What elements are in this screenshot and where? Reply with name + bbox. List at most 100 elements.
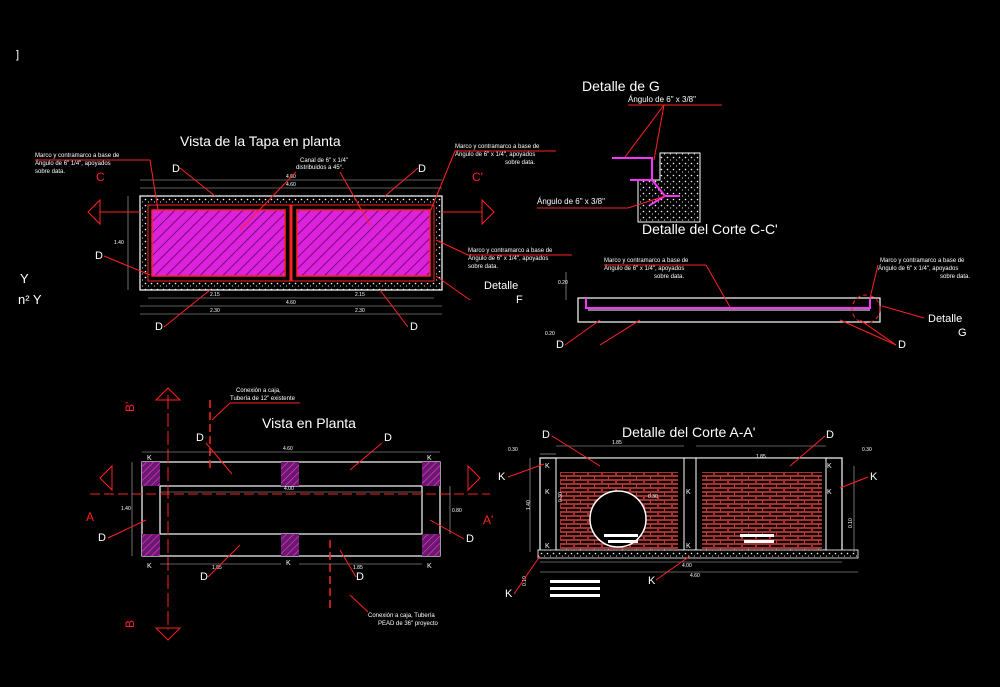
detalle-g-view: Detalle de G Ángulo de 6" x 3/8" Ángulo …: [537, 78, 722, 223]
side-text-n2y: n² Y: [18, 292, 42, 307]
svg-text:Marco y contramarco a base de: Marco y contramarco a base de: [880, 258, 965, 264]
section-a-label: A: [86, 510, 94, 524]
svg-text:Ángulo de 6" x 1/4", apoyados: Ángulo de 6" x 1/4", apoyados: [878, 265, 958, 272]
planta-title: Vista en Planta: [262, 415, 356, 431]
svg-text:Tubería de 12" existente: Tubería de 12" existente: [230, 396, 296, 402]
corte-cc-d-label-2: D: [898, 339, 906, 351]
tapa-dim-top2: 4.60: [286, 182, 296, 188]
section-c2-label: C': [472, 170, 483, 184]
planta-d-label-2: D: [384, 432, 392, 444]
detalle-g-angulo-top: Ángulo de 6" x 3/8": [628, 95, 696, 104]
corte-aa-view: Detalle del Corte A-A' 0.30 0.30 1.85 1.…: [498, 424, 878, 600]
tapa-d-label-1: D: [172, 163, 180, 175]
planta-d-label-1: D: [196, 432, 204, 444]
corte-cc-dim-h: 0.20: [558, 280, 568, 286]
corte-aa-k-label-2: K: [870, 471, 878, 483]
tapa-note-marco-2: Marco y contramarco a base de Ángulo de …: [455, 144, 540, 166]
svg-text:Marco y contramarco a base de: Marco y contramarco a base de: [455, 144, 540, 150]
svg-text:Marco y contramarco a base de: Marco y contramarco a base de: [604, 258, 689, 264]
section-a2-label: A': [483, 513, 493, 527]
planta-dim-top: 4.60: [283, 446, 293, 452]
tapa-panel-right: [296, 209, 431, 277]
corte-aa-dim-top-left: 1.85: [612, 440, 622, 446]
detalle-g-ref-label: Detalle G: [928, 313, 967, 339]
svg-text:distribuidos a 45°.: distribuidos a 45°.: [296, 165, 344, 171]
detalle-g-angulo-bot: Ángulo de 6" x 3/8": [537, 197, 605, 206]
tapa-note-marco-3: Marco y contramarco a base de Ángulo de …: [468, 248, 553, 270]
planta-view: Vista en Planta 4.60 4.00 1.40 0.80 1.85…: [86, 387, 493, 641]
corte-cc-view: Detalle del Corte C-C' 0.20 0.20 Marco y…: [545, 221, 970, 351]
svg-text:Marco y contramarco a base de: Marco y contramarco a base de: [35, 153, 120, 159]
planta-dim-bot-right: 1.85: [353, 565, 363, 571]
svg-text:sobre data.: sobre data.: [654, 274, 684, 280]
planta-d-label-4: D: [200, 571, 208, 583]
corte-aa-dim-mid: 0.30: [648, 494, 658, 500]
corte-aa-dim-side-right: 0.10: [848, 518, 854, 528]
svg-text:sobre data.: sobre data.: [505, 160, 535, 166]
planta-dim-side-left: 1.40: [121, 506, 131, 512]
corner-mark: ]: [16, 49, 19, 61]
planta-inner-cell: [159, 485, 423, 535]
corte-aa-dim-bot-inner: 4.00: [682, 563, 692, 569]
corte-aa-brick-right: [702, 472, 822, 550]
planta-k-label-3: K: [147, 563, 152, 570]
svg-text:sobre data.: sobre data.: [468, 264, 498, 270]
corte-aa-dim-bot-left-v: 0.10: [522, 576, 528, 586]
planta-d-label-5: D: [356, 571, 364, 583]
corte-aa-title: Detalle del Corte A-A': [622, 424, 755, 440]
corte-aa-pipe: [589, 490, 647, 548]
svg-text:sobre data.: sobre data.: [940, 274, 970, 280]
corte-aa-dim-tr: 0.30: [862, 447, 872, 453]
planta-note-bot: Conexión a caja, Tubería PEAD de 36" pro…: [368, 613, 438, 627]
tapa-plan-title: Vista de la Tapa en planta: [180, 133, 341, 149]
svg-text:Conexión a caja,: Conexión a caja,: [236, 388, 281, 394]
tapa-d-label-5: D: [410, 321, 418, 333]
corte-aa-k-label-3: K: [505, 588, 513, 600]
corte-cc-dim-w: 0.20: [545, 331, 555, 337]
corte-aa-d-label-2: D: [826, 429, 834, 441]
corte-aa-k-label-4: K: [648, 575, 656, 587]
corte-aa-d-label-1: D: [542, 429, 550, 441]
planta-d-label-6: D: [466, 533, 474, 545]
svg-text:Ángulo de 6" 1/4", apoyados: Ángulo de 6" 1/4", apoyados: [35, 160, 111, 167]
tapa-dim-side: 1.40: [114, 240, 124, 246]
planta-dim-inner: 4.00: [284, 486, 294, 492]
section-b-label: B: [123, 620, 137, 628]
corte-aa-k-small-7: K: [686, 543, 691, 550]
corte-aa-k-small-4: K: [827, 489, 832, 496]
tapa-d-label-4: D: [155, 321, 163, 333]
svg-text:Ángulo de 6" x 1/4", apoyados: Ángulo de 6" x 1/4", apoyados: [604, 265, 684, 272]
tapa-dim-bot2-left: 2.30: [210, 308, 220, 314]
planta-dim-side-right: 0.80: [452, 508, 462, 514]
svg-text:sobre data.: sobre data.: [35, 169, 65, 175]
tapa-d-label-2: D: [418, 163, 426, 175]
svg-text:Ángulo de 6" x 1/4", apoyados: Ángulo de 6" x 1/4", apoyados: [468, 255, 548, 262]
tapa-note-marco-1: Marco y contramarco a base de Ángulo de …: [35, 153, 120, 175]
detalle-f-label: Detalle F: [484, 280, 523, 306]
section-c-label: C: [96, 170, 105, 184]
planta-d-label-3: D: [98, 532, 106, 544]
corte-aa-dim-top-right: 1.85: [756, 454, 766, 460]
corte-aa-k-small-3: K: [545, 489, 550, 496]
corte-aa-dim-wall: 0.30: [558, 492, 564, 502]
tapa-dim-bot-right: 2.15: [355, 292, 365, 298]
tapa-dim-bot-total: 4.60: [286, 300, 296, 306]
corte-cc-title: Detalle del Corte C-C': [642, 221, 778, 237]
svg-text:Canal de 6" x 1/4": Canal de 6" x 1/4": [300, 158, 348, 164]
svg-text:Ángulo de 6" x 1/4", apoyados: Ángulo de 6" x 1/4", apoyados: [455, 151, 535, 158]
svg-text:Detalle: Detalle: [484, 280, 518, 292]
svg-text:PEAD de 36" proyecto: PEAD de 36" proyecto: [378, 621, 438, 627]
detalle-g-title: Detalle de G: [582, 78, 660, 94]
planta-k-label-2: K: [427, 455, 432, 462]
corte-aa-k-small-2: K: [827, 463, 832, 470]
corte-aa-dim-tl: 0.30: [508, 447, 518, 453]
tapa-dim-bot-left: 2.15: [210, 292, 220, 298]
corte-aa-dim-bot-total: 4.60: [690, 573, 700, 579]
planta-note-top: Conexión a caja, Tubería de 12" existent…: [230, 388, 296, 402]
corte-aa-base-slab: [537, 549, 859, 559]
planta-k-label-1: K: [147, 455, 152, 462]
svg-text:Marco y contramarco a base de: Marco y contramarco a base de: [468, 248, 553, 254]
planta-k-label-5: K: [427, 563, 432, 570]
corte-aa-k-small-6: K: [686, 489, 691, 496]
